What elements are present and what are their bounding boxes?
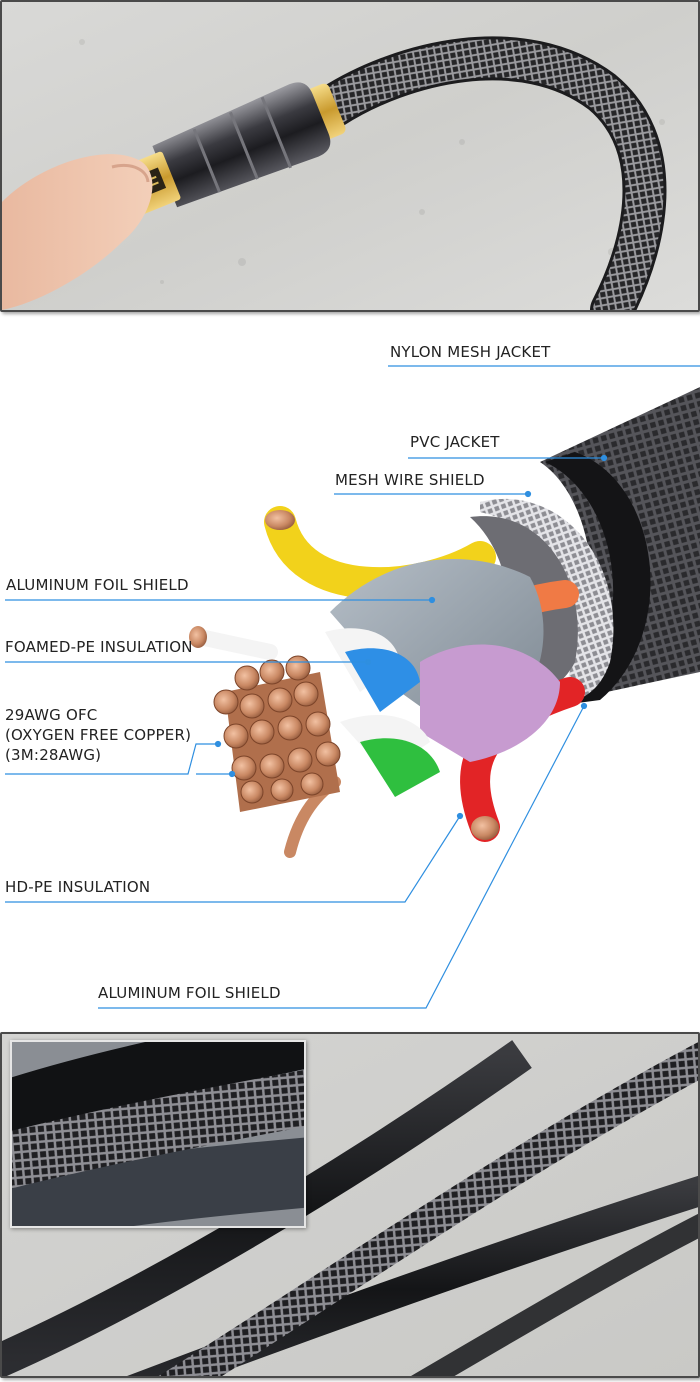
label-nylon-mesh-jacket: NYLON MESH JACKET <box>390 343 551 361</box>
label-hd-pe-insulation: HD-PE INSULATION <box>5 878 151 896</box>
label-aluminum-foil-shield-top: ALUMINUM FOIL SHIELD <box>6 576 189 594</box>
hdmi-connector-illustration <box>2 2 698 310</box>
hdmi-connector-photo <box>0 0 700 312</box>
label-pvc-jacket: PVC JACKET <box>410 433 500 451</box>
leader-lines <box>5 365 700 1009</box>
braided-cable-closeup-illustration <box>12 1042 304 1226</box>
cable-structure-diagram: NYLON MESH JACKET PVC JACKET MESH WIRE S… <box>0 332 700 1012</box>
cable-cutaway-illustration <box>5 365 700 1009</box>
braided-cable-closeup-inset <box>10 1040 306 1228</box>
label-29awg-ofc-line2: (OXYGEN FREE COPPER) <box>5 726 192 744</box>
label-29awg-ofc-line1: 29AWG OFC <box>5 706 98 724</box>
label-29awg-ofc: 29AWG OFC (OXYGEN FREE COPPER) (3M:28AWG… <box>5 705 205 765</box>
label-29awg-ofc-line3: (3M:28AWG) <box>5 746 102 764</box>
copper-strands <box>213 655 341 812</box>
label-mesh-wire-shield: MESH WIRE SHIELD <box>335 471 485 489</box>
label-foamed-pe-insulation: FOAMED-PE INSULATION <box>5 638 193 656</box>
label-aluminum-foil-shield-bottom: ALUMINUM FOIL SHIELD <box>98 984 281 1002</box>
braided-cable-photo <box>0 1032 700 1378</box>
